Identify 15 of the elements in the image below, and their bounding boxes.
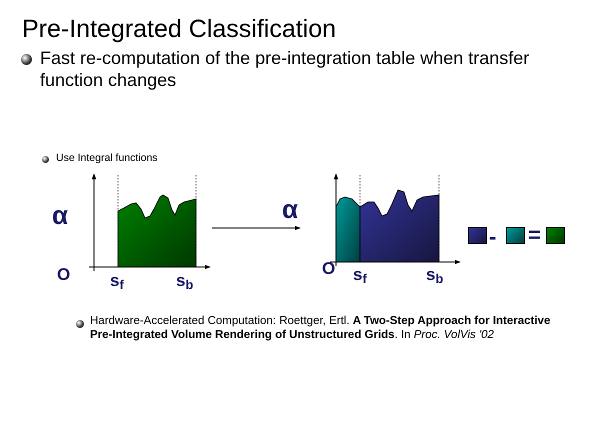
bullet-text: Fast re-computation of the pre-integration table when transfer function changes bbox=[40, 47, 530, 91]
equals-sign: = bbox=[528, 224, 541, 246]
bullet-text: Use Integral functions bbox=[56, 151, 158, 165]
axis-tick-label: s$_{f}$ bbox=[110, 270, 124, 294]
axis-tick-label: s$_{b}$ bbox=[426, 264, 444, 288]
minus-sign: - bbox=[489, 226, 496, 248]
origin-label: O bbox=[322, 258, 336, 280]
slide-title: Pre-Integrated Classification bbox=[22, 14, 336, 44]
alpha-label: α bbox=[52, 199, 68, 232]
origin-label: O bbox=[57, 264, 70, 286]
axis-tick-label: s$_{f}$ bbox=[353, 264, 367, 288]
citation-text: Hardware-Accelerated Computation: Roettger, Ertl. A Two-Step Approach for Interactive Pre-Integrated Volume Rendering of Unstructured Grids. In Proc. VolVis '02 bbox=[90, 314, 552, 342]
axis-tick-label: s$_{b}$ bbox=[176, 270, 194, 294]
arrow bbox=[212, 226, 301, 230]
alpha-label: α bbox=[282, 193, 298, 226]
